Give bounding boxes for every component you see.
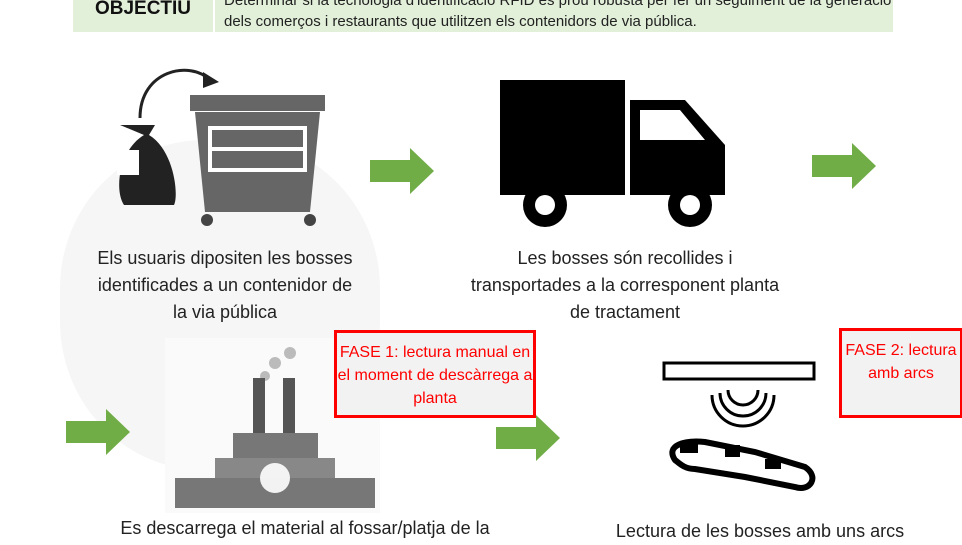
objective-label: OBJECTIU [94,0,192,19]
step-2-caption: Les bosses són recollides i transportade… [470,248,780,322]
divider [213,0,215,32]
arrow-right-icon [812,143,876,189]
arrow-right-icon [496,415,560,461]
phase-1-box: FASE 1: lectura manual en el moment de d… [334,330,536,418]
phase-2-box: FASE 2: lectura amb arcs [839,328,962,418]
bag-to-container-icon [117,68,325,226]
step-4-caption: Lectura de les bosses amb uns arcs [615,521,905,541]
objective-banner [73,0,893,32]
arrow-right-icon [66,409,130,455]
step-1-caption: Els usuaris dipositen les bosses identif… [97,248,353,322]
step-3-caption: Es descarrega el material al fossar/plat… [120,518,490,538]
rfid-arc-conveyor-icon [662,361,816,491]
objective-text: Determinar si la tecnologia d'identifica… [224,0,892,30]
truck-icon [500,80,725,227]
arrow-right-icon [370,148,434,194]
